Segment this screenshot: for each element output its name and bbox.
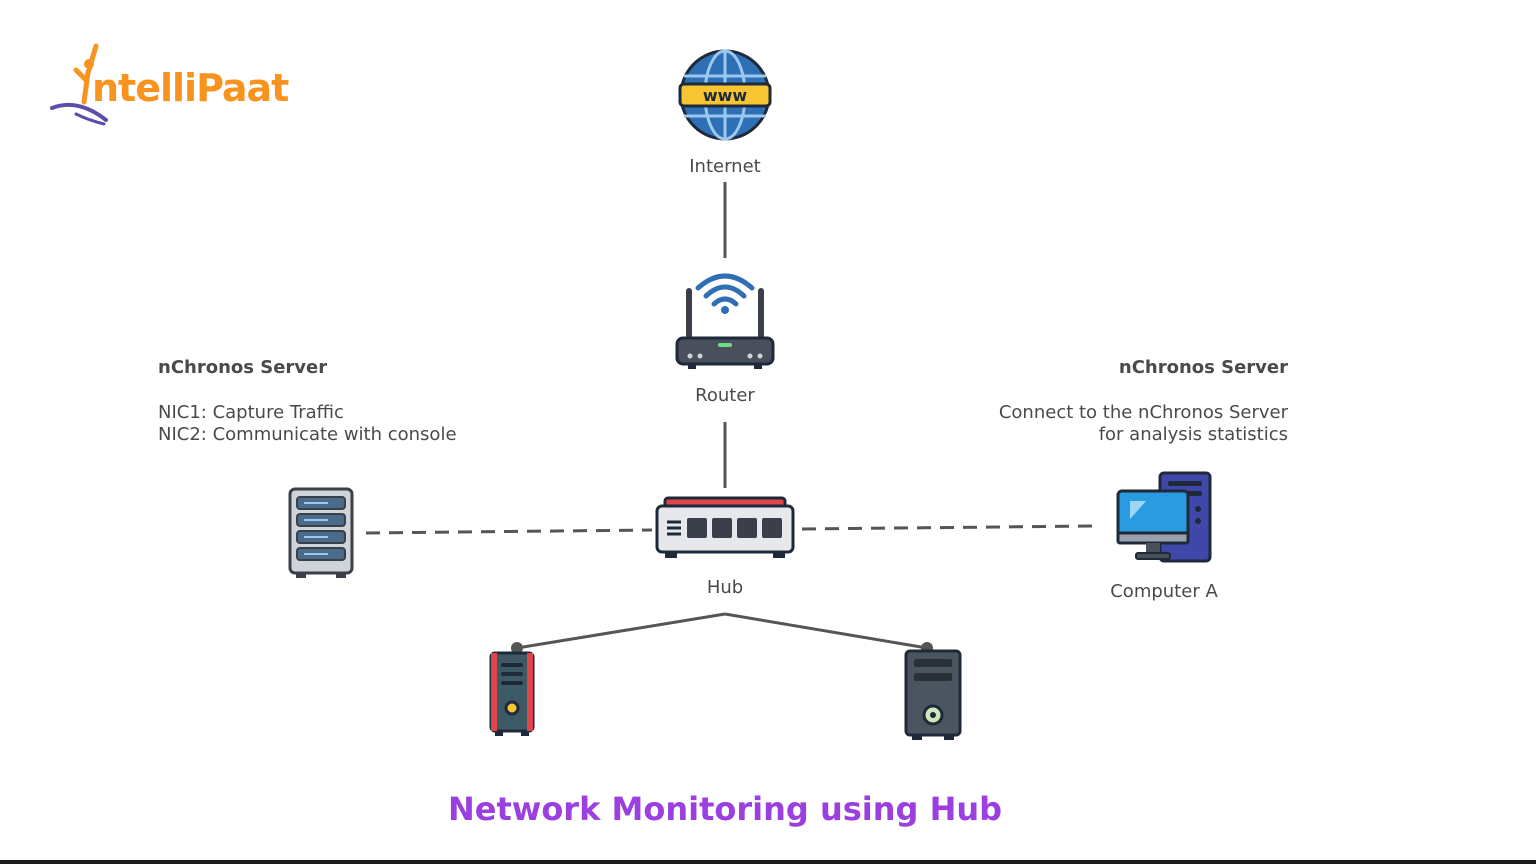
internet-node[interactable]: www (678, 48, 772, 142)
computer-a-label: Computer A (1110, 581, 1218, 602)
desktop-computer-icon (1116, 471, 1212, 563)
logo-figure-icon (50, 43, 108, 126)
right-note-line1: Connect to the nChronos Server (998, 402, 1288, 423)
left-note-line1: NIC1: Capture Traffic (158, 402, 344, 423)
diagram-title: Network Monitoring using Hub (447, 790, 1003, 828)
bottom-divider (0, 860, 1536, 864)
pc-tower-icon (489, 651, 535, 736)
wifi-router-icon (675, 273, 775, 369)
left-note-title: nChronos Server (158, 357, 328, 378)
network-hub-icon (655, 496, 795, 558)
hub-label: Hub (706, 577, 744, 598)
svg-text:www: www (703, 86, 748, 105)
server-rack-node[interactable] (288, 487, 354, 579)
hub-computer-a-link (801, 524, 1096, 531)
hub-node[interactable] (655, 496, 795, 562)
pc-left-node[interactable] (489, 651, 535, 737)
left-note-line2: NIC2: Communicate with console (158, 424, 457, 445)
globe-www-icon: www (678, 49, 772, 141)
right-note-title: nChronos Server (1118, 357, 1288, 378)
pc-tower-icon (904, 649, 962, 740)
router-label: Router (695, 385, 755, 406)
pc-right-node[interactable] (904, 649, 962, 741)
pc-left-connector (511, 642, 523, 654)
hub-pc-left-link (516, 612, 726, 650)
right-note-line2: for analysis statistics (1098, 424, 1288, 445)
hub-pc-right-link (724, 612, 928, 650)
server-hub-link (365, 528, 653, 535)
server-rack-icon (288, 487, 354, 578)
computer-a-node[interactable] (1116, 471, 1214, 565)
brand-logo[interactable]: ntelliPaat (48, 40, 289, 130)
logo-text: ntelliPaat (92, 66, 289, 110)
router-node[interactable] (674, 266, 776, 372)
internet-label: Internet (689, 156, 761, 177)
